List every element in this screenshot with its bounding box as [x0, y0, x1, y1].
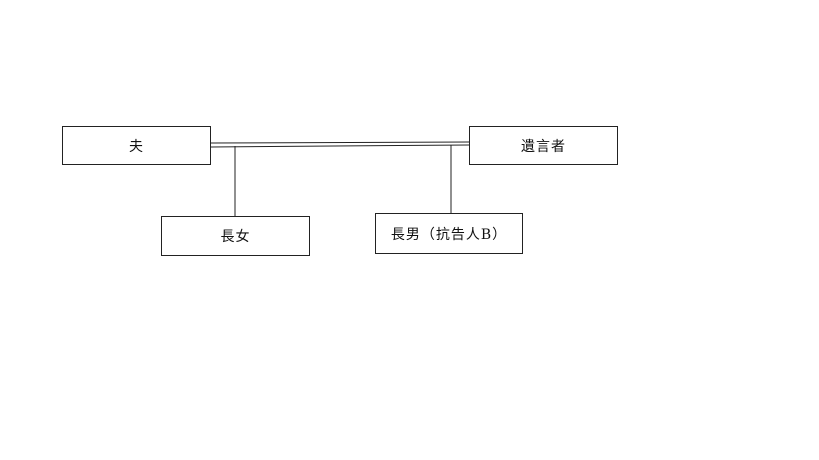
node-testator: 遺言者: [469, 126, 618, 165]
node-eldest-son-label: 長男（抗告人B）: [390, 226, 508, 243]
node-eldest-daughter: 長女: [161, 216, 310, 256]
node-husband: 夫: [62, 126, 211, 165]
node-eldest-son: 長男（抗告人B）: [375, 213, 523, 254]
marriage-line-top: [210, 141, 470, 144]
node-husband-label: 夫: [129, 138, 144, 155]
node-eldest-daughter-label: 長女: [220, 229, 251, 245]
node-testator-label: 遺言者: [521, 138, 566, 155]
marriage-line-bottom: [210, 144, 470, 148]
